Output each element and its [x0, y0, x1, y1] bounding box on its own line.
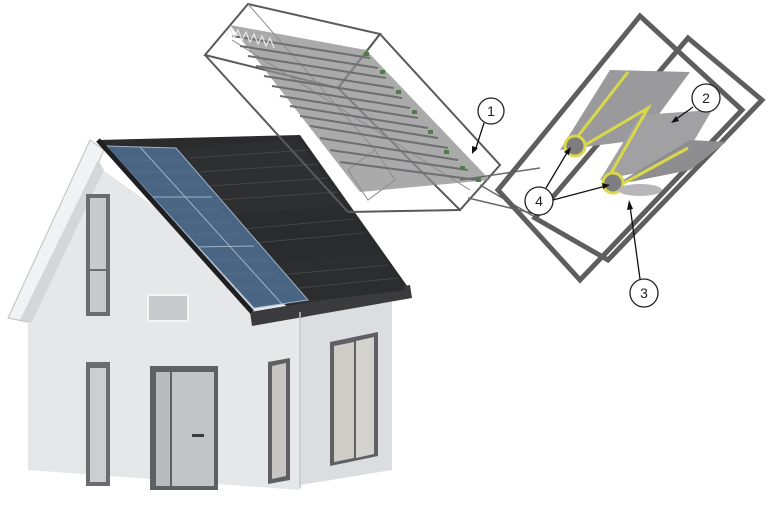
side-window-glass [272, 363, 286, 479]
svg-text:4: 4 [535, 193, 543, 209]
fin-middle [600, 110, 712, 180]
callout-2: 2 [671, 83, 721, 123]
front-door [172, 372, 214, 486]
upper-window-glass [90, 198, 106, 312]
roof-eave [250, 285, 412, 326]
absorber-fins [225, 25, 490, 192]
exploded-collector-module [203, 2, 601, 256]
gable-fascia-shade [20, 160, 104, 322]
vent-grille [147, 294, 189, 322]
callout-1: 1 [472, 97, 505, 154]
lower-window-glass [90, 368, 106, 482]
callout-4: 4 [524, 147, 610, 216]
house [7, 135, 412, 490]
svg-text:2: 2 [702, 90, 710, 106]
svg-text:1: 1 [487, 103, 495, 119]
absorber-tube-outline [573, 71, 689, 185]
detail-view-fins [494, 12, 766, 284]
fin-base [618, 184, 662, 196]
sliding-door-glass-left [334, 342, 354, 462]
svg-text:3: 3 [640, 285, 648, 301]
roof-verge [96, 138, 254, 314]
callout-3: 3 [627, 200, 659, 308]
fin-upper [560, 70, 690, 150]
door-handle [192, 434, 204, 437]
callouts: 1 2 3 4 [472, 83, 721, 308]
tube-end-lower [601, 171, 625, 195]
sliding-door-glass-right [356, 337, 374, 458]
door-sidelight [156, 372, 170, 486]
pv-panels [104, 145, 309, 309]
